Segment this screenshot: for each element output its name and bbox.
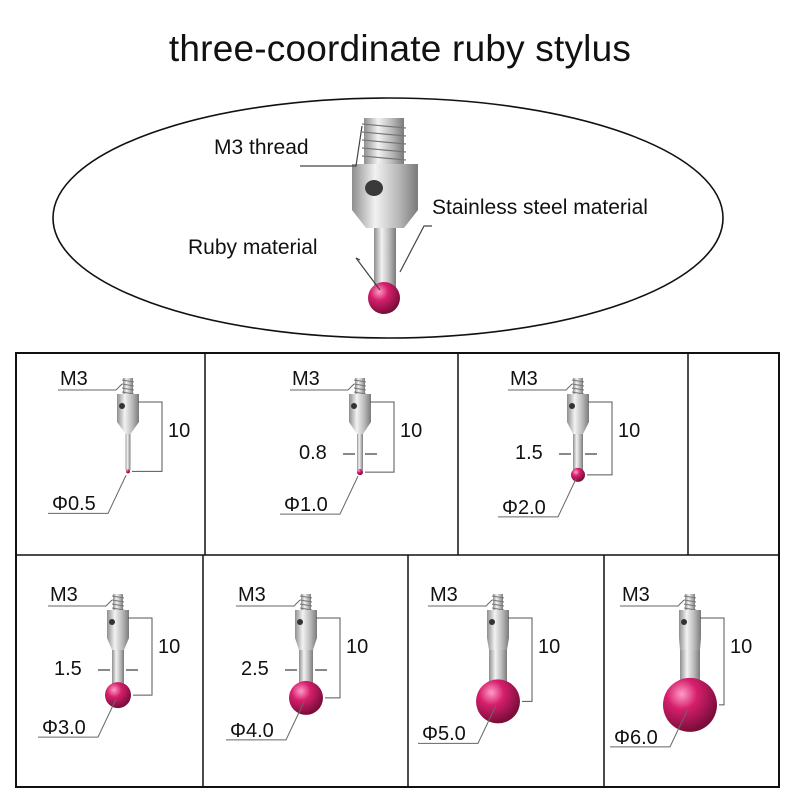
- ruby-ball-icon: [663, 677, 717, 732]
- thread-icon: [111, 594, 125, 611]
- thread-icon: [571, 378, 585, 395]
- length-dimension-line: [365, 401, 395, 473]
- thread-icon: [121, 378, 135, 395]
- hex-body: [117, 394, 139, 422]
- overview-ellipse: [52, 97, 724, 339]
- shaft: [374, 228, 396, 288]
- hex-body: [487, 610, 509, 638]
- cross-hole: [569, 403, 575, 409]
- length-label: 10: [158, 636, 181, 658]
- tip-diameter-label: Φ4.0: [230, 719, 274, 742]
- cross-hole: [489, 619, 495, 625]
- cross-hole: [297, 619, 303, 625]
- stem: [357, 434, 363, 470]
- thread-size-label: M3: [292, 368, 320, 390]
- length-label: 10: [538, 636, 561, 658]
- cross-hole: [365, 180, 383, 196]
- thread-size-label: M3: [60, 368, 88, 390]
- length-dimension-line: [700, 617, 725, 706]
- stem-diameter-label: 1.5: [54, 658, 82, 680]
- thread-icon: [299, 594, 313, 611]
- thread-icon: [491, 594, 505, 611]
- thread-size-label: M3: [510, 368, 538, 390]
- thread-size-label: M3: [430, 584, 458, 606]
- length-dimension-line: [128, 617, 153, 696]
- cross-hole: [119, 403, 125, 409]
- tip-diameter-label: Φ1.0: [284, 494, 328, 517]
- thread-icon: [361, 118, 407, 164]
- stem: [573, 434, 583, 470]
- variants-grid: [15, 352, 780, 788]
- cross-hole: [109, 619, 115, 625]
- hex-body: [107, 610, 129, 638]
- tip-diameter-label: Φ2.0: [502, 496, 546, 519]
- stem-diameter-label: 2.5: [241, 658, 269, 680]
- tip-diameter-label: Φ0.5: [52, 493, 96, 516]
- length-dimension-line: [132, 401, 163, 472]
- length-dimension-line: [508, 617, 533, 702]
- ruby-ball-icon: [126, 469, 130, 474]
- length-label: 10: [346, 636, 369, 658]
- thread-icon: [683, 594, 697, 611]
- hex-body: [352, 164, 418, 210]
- thread-label: M3 thread: [214, 136, 309, 159]
- page-title: three-coordinate ruby stylus: [168, 28, 632, 69]
- stem: [489, 650, 507, 686]
- shaft-material-label: Stainless steel material: [432, 196, 648, 219]
- hex-body: [679, 610, 701, 638]
- stem-diameter-label: 1.5: [515, 442, 543, 464]
- ruby-ball-icon: [357, 469, 363, 476]
- stem: [112, 650, 124, 686]
- length-label: 10: [730, 636, 753, 658]
- hex-body: [349, 394, 371, 422]
- stem-diameter-label: 0.8: [299, 442, 327, 464]
- thread-size-label: M3: [622, 584, 650, 606]
- stylus-overview-illustration: [52, 97, 724, 339]
- hex-body: [567, 394, 589, 422]
- ruby-ball-icon: [368, 282, 400, 314]
- cross-hole: [681, 619, 687, 625]
- stem: [680, 650, 700, 686]
- tip-diameter-label: Φ5.0: [422, 723, 466, 746]
- grid-lines: [15, 352, 780, 788]
- thread-size-label: M3: [50, 584, 78, 606]
- tip-material-label: Ruby material: [188, 236, 318, 259]
- hex-body: [295, 610, 317, 638]
- length-label: 10: [168, 420, 191, 442]
- length-dimension-line: [587, 401, 613, 476]
- thread-icon: [353, 378, 367, 395]
- length-label: 10: [618, 420, 641, 442]
- tip-diameter-label: Φ6.0: [614, 726, 658, 749]
- thread-size-label: M3: [238, 584, 266, 606]
- cross-hole: [351, 403, 357, 409]
- ruby-ball-icon: [289, 680, 323, 715]
- ruby-ball-icon: [476, 679, 520, 724]
- stem: [299, 650, 313, 686]
- tip-diameter-label: Φ3.0: [42, 717, 86, 740]
- ruby-ball-icon: [571, 467, 585, 482]
- length-label: 10: [400, 420, 423, 442]
- ruby-ball-icon: [105, 682, 131, 709]
- stem: [125, 434, 131, 470]
- length-dimension-line: [316, 617, 341, 699]
